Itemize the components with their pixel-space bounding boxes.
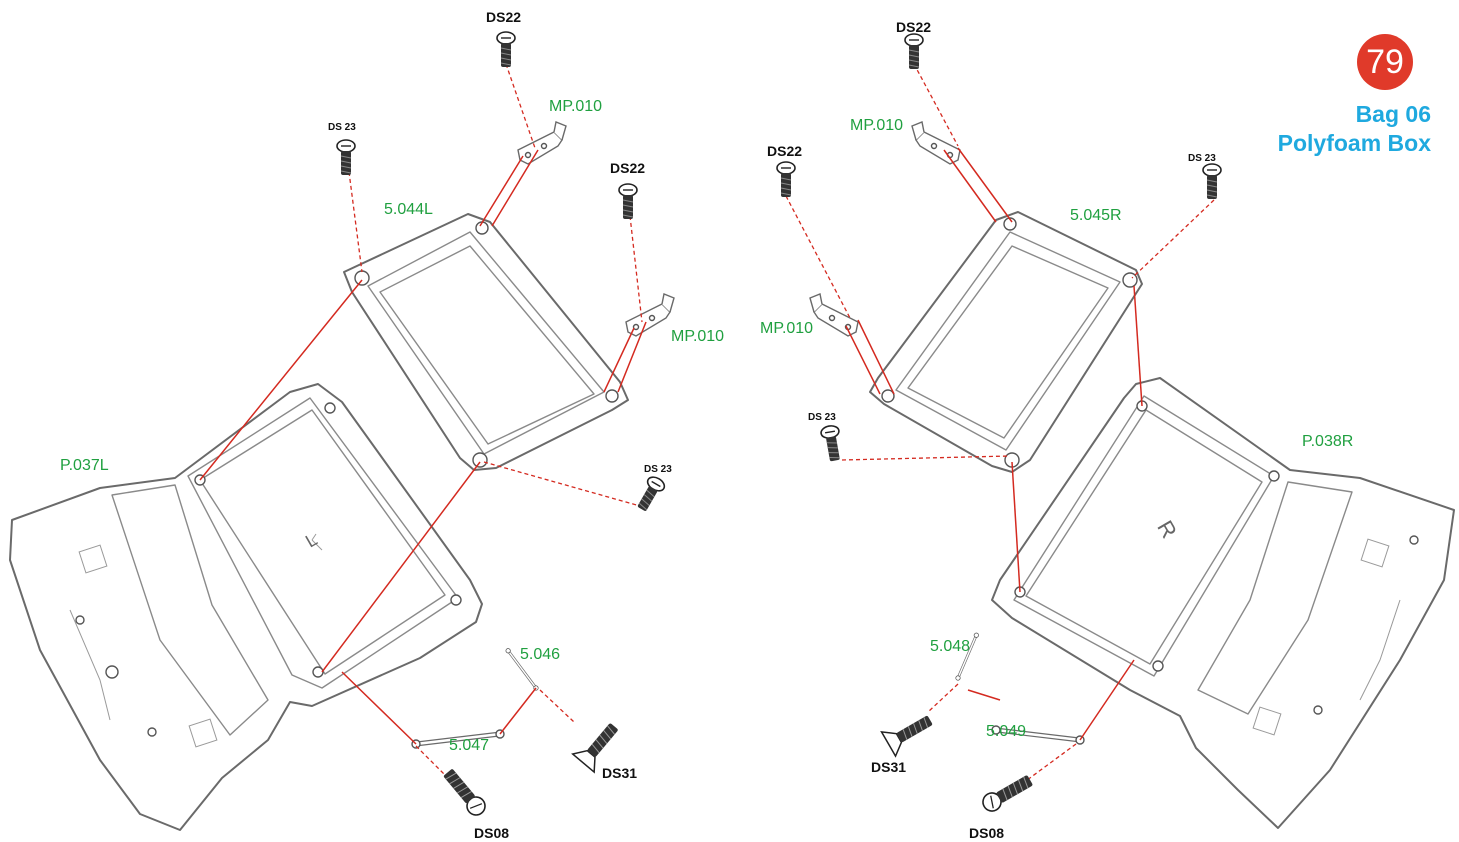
right-screw-ds08 [978,771,1036,816]
label-left-base: P.037L [60,457,109,474]
label-right-frame: 5.045R [1070,207,1122,224]
label-right-clip-top: MP.010 [850,117,903,134]
label-left-shaft-upper: 5.046 [520,646,560,663]
label-left-ds31: DS31 [602,765,637,781]
right-screw-ds22-left [776,161,796,198]
right-clip-left [809,293,859,337]
left-assembly: DS22 DS 23 DS22 DS 23 DS31 DS08 MP.010 5… [9,9,724,841]
label-right-clip-left: MP.010 [760,320,813,337]
label-right-ds22-top: DS22 [896,19,931,35]
label-right-base: P.038R [1302,433,1353,450]
left-clip-top [517,121,567,165]
label-left-ds08: DS08 [474,825,509,841]
label-right-ds31: DS31 [871,759,906,775]
label-left-shaft-lower: 5.047 [449,737,489,754]
left-screw-ds22-top [496,31,516,68]
left-screw-ds31 [571,716,626,773]
label-left-clip-right: MP.010 [671,328,724,345]
left-frame [343,213,629,471]
label-right-shaft-lower: 5.049 [986,723,1026,740]
bag-number: Bag 06 [1355,101,1431,127]
label-right-ds23-right: DS 23 [1188,153,1216,164]
bag-title: Bag 06 Polyfoam Box [1278,100,1431,158]
label-right-shaft-upper: 5.048 [930,638,970,655]
right-screw-ds31 [880,707,938,757]
right-screw-ds22-top [904,33,924,70]
step-number-badge: 79 [1357,34,1413,90]
left-screw-ds23-left [336,139,356,176]
left-screw-ds08 [440,765,490,820]
label-left-frame: 5.044L [384,201,433,218]
right-base-plate [991,377,1455,829]
left-screw-ds22-right [618,183,638,220]
packaging-label: Polyfoam Box [1277,130,1431,156]
right-connector-lines [785,63,1215,801]
left-base-plate [9,383,483,831]
right-screw-ds23-right [1202,163,1222,200]
label-left-ds22-top: DS22 [486,9,521,25]
label-right-ds23-mid: DS 23 [808,412,836,423]
label-right-ds22-left: DS22 [767,143,802,159]
label-right-ds08: DS08 [969,825,1004,841]
left-screw-ds23-lower [632,473,668,515]
label-left-ds22-right: DS22 [610,160,645,176]
right-screw-ds23-mid [819,423,845,463]
right-assembly: DS22 DS22 DS 23 DS 23 DS31 DS08 MP.010 5… [760,19,1455,841]
label-left-ds23-left: DS 23 [328,122,356,133]
right-clip-top [911,121,961,165]
label-left-ds23-lower: DS 23 [644,464,672,475]
label-left-clip-top: MP.010 [549,98,602,115]
